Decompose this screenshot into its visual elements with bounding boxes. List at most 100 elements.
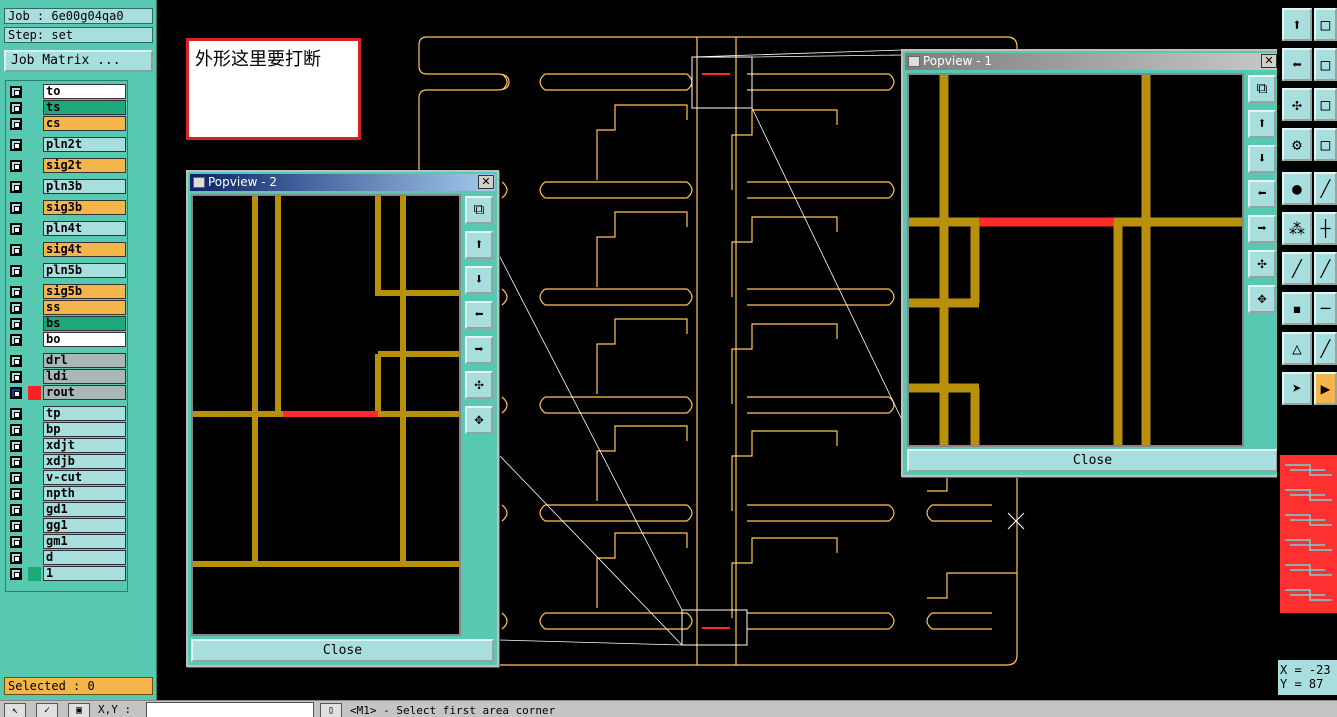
- pan-up-icon[interactable]: ⬆: [465, 231, 493, 259]
- popview-1-close-button[interactable]: Close: [907, 449, 1278, 472]
- zoom-fit-icon[interactable]: ⧉: [1248, 75, 1276, 103]
- layer-row[interactable]: v-cut: [8, 470, 126, 485]
- layer-name[interactable]: rout: [43, 385, 126, 400]
- layer-row[interactable]: 1: [8, 566, 126, 581]
- layer-row[interactable]: sig5b: [8, 284, 126, 299]
- pan-down-icon[interactable]: ⬇: [465, 266, 493, 294]
- layer-row[interactable]: bs: [8, 316, 126, 331]
- layer-row[interactable]: pln5b: [8, 263, 126, 278]
- layer-name[interactable]: d: [43, 550, 126, 565]
- layer-row[interactable]: to: [8, 84, 126, 99]
- layer-name[interactable]: sig3b: [43, 200, 126, 215]
- pan-down-icon[interactable]: ⬇: [1248, 145, 1276, 173]
- layer-name[interactable]: sig5b: [43, 284, 126, 299]
- layer-name[interactable]: to: [43, 84, 126, 99]
- layer-row[interactable]: d: [8, 550, 126, 565]
- close-icon[interactable]: ✕: [478, 175, 494, 189]
- pointer-icon[interactable]: ➤: [1282, 372, 1312, 405]
- popview-2-zoom-canvas[interactable]: [193, 196, 459, 634]
- layer-row[interactable]: sig2t: [8, 158, 126, 173]
- measure-icon[interactable]: ⚙: [1282, 128, 1312, 161]
- layer-row[interactable]: gg1: [8, 518, 126, 533]
- layer-checkbox[interactable]: [10, 202, 22, 214]
- zoom-in-icon[interactable]: ✣: [1248, 250, 1276, 278]
- window-icon[interactable]: ▣: [68, 703, 90, 717]
- layer-name[interactable]: pln4t: [43, 221, 126, 236]
- layer-row[interactable]: drl: [8, 353, 126, 368]
- pad-tool-icon[interactable]: ▪: [1282, 292, 1312, 325]
- layer-row[interactable]: ss: [8, 300, 126, 315]
- layer-row[interactable]: xdjt: [8, 438, 126, 453]
- layer-row[interactable]: pln4t: [8, 221, 126, 236]
- layer-checkbox[interactable]: [10, 387, 22, 399]
- popview-1-window[interactable]: Popview - 1 ✕ ⧉ ⬆ ⬇ ⬅ ➡ ✣ ✥ Close: [901, 49, 1282, 477]
- layer-row[interactable]: xdjb: [8, 454, 126, 469]
- layer-row[interactable]: sig3b: [8, 200, 126, 215]
- popview-2-view[interactable]: [191, 194, 461, 636]
- popview-1-zoom-canvas[interactable]: [909, 75, 1242, 445]
- layer-checkbox[interactable]: [10, 424, 22, 436]
- tool-icon[interactable]: ╱: [1314, 332, 1337, 365]
- layer-row[interactable]: ldi: [8, 369, 126, 384]
- pan-up-icon[interactable]: ⬆: [1248, 110, 1276, 138]
- layer-name[interactable]: cs: [43, 116, 126, 131]
- layer-row[interactable]: sig4t: [8, 242, 126, 257]
- layer-name[interactable]: bp: [43, 422, 126, 437]
- job-matrix-button[interactable]: Job Matrix ...: [4, 50, 153, 72]
- layer-checkbox[interactable]: [10, 488, 22, 500]
- layer-name[interactable]: sig4t: [43, 242, 126, 257]
- panel-preview-thumbnail[interactable]: [1280, 455, 1337, 613]
- popview-2-titlebar[interactable]: Popview - 2 ✕: [190, 174, 495, 191]
- layer-row[interactable]: ts: [8, 100, 126, 115]
- layer-name[interactable]: v-cut: [43, 470, 126, 485]
- layer-checkbox[interactable]: [10, 265, 22, 277]
- layer-row[interactable]: tp: [8, 406, 126, 421]
- popview-1-titlebar[interactable]: Popview - 1 ✕: [905, 53, 1278, 70]
- layer-checkbox[interactable]: [10, 86, 22, 98]
- layer-checkbox[interactable]: [10, 355, 22, 367]
- layer-name[interactable]: gd1: [43, 502, 126, 517]
- layer-name[interactable]: drl: [43, 353, 126, 368]
- layer-name[interactable]: gm1: [43, 534, 126, 549]
- zoom-fit-icon[interactable]: ⧉: [465, 196, 493, 224]
- zoom-out-icon[interactable]: ✥: [1248, 285, 1276, 313]
- tool-icon[interactable]: □: [1314, 128, 1337, 161]
- pan-right-icon[interactable]: ➡: [1248, 215, 1276, 243]
- layer-checkbox[interactable]: [10, 286, 22, 298]
- layer-name[interactable]: ts: [43, 100, 126, 115]
- layer-name[interactable]: gg1: [43, 518, 126, 533]
- select-feature-icon[interactable]: ●: [1282, 172, 1312, 205]
- board-outline-canvas[interactable]: [157, 0, 1277, 700]
- zoom-out-icon[interactable]: ✥: [465, 406, 493, 434]
- tool-icon[interactable]: □: [1314, 88, 1337, 121]
- layer-checkbox[interactable]: [10, 568, 22, 580]
- layer-checkbox[interactable]: [10, 139, 22, 151]
- layer-name[interactable]: sig2t: [43, 158, 126, 173]
- zoom-in-icon[interactable]: ✣: [465, 371, 493, 399]
- layer-checkbox[interactable]: [10, 520, 22, 532]
- tool-icon[interactable]: ─: [1314, 292, 1337, 325]
- tool-icon[interactable]: ▶: [1314, 372, 1337, 405]
- tool-icon[interactable]: □: [1314, 48, 1337, 81]
- layer-row[interactable]: cs: [8, 116, 126, 131]
- layer-row[interactable]: bp: [8, 422, 126, 437]
- layer-row[interactable]: npth: [8, 486, 126, 501]
- layer-checkbox[interactable]: [10, 102, 22, 114]
- coordinate-input[interactable]: [146, 702, 314, 717]
- check-icon[interactable]: ✓: [36, 703, 58, 717]
- layer-name[interactable]: pln3b: [43, 179, 126, 194]
- layer-checkbox[interactable]: [10, 118, 22, 130]
- layer-name[interactable]: xdjb: [43, 454, 126, 469]
- layer-checkbox[interactable]: [10, 504, 22, 516]
- pan-left-icon[interactable]: ⬅: [1282, 48, 1312, 81]
- pan-left-icon[interactable]: ⬅: [465, 301, 493, 329]
- layer-name[interactable]: ss: [43, 300, 126, 315]
- layer-name[interactable]: xdjt: [43, 438, 126, 453]
- layer-checkbox[interactable]: [10, 536, 22, 548]
- layer-checkbox[interactable]: [10, 302, 22, 314]
- layer-name[interactable]: pln5b: [43, 263, 126, 278]
- layer-row[interactable]: pln3b: [8, 179, 126, 194]
- pan-up-icon[interactable]: ⬆: [1282, 8, 1312, 41]
- layer-name[interactable]: pln2t: [43, 137, 126, 152]
- select-icon[interactable]: ↖: [4, 703, 26, 717]
